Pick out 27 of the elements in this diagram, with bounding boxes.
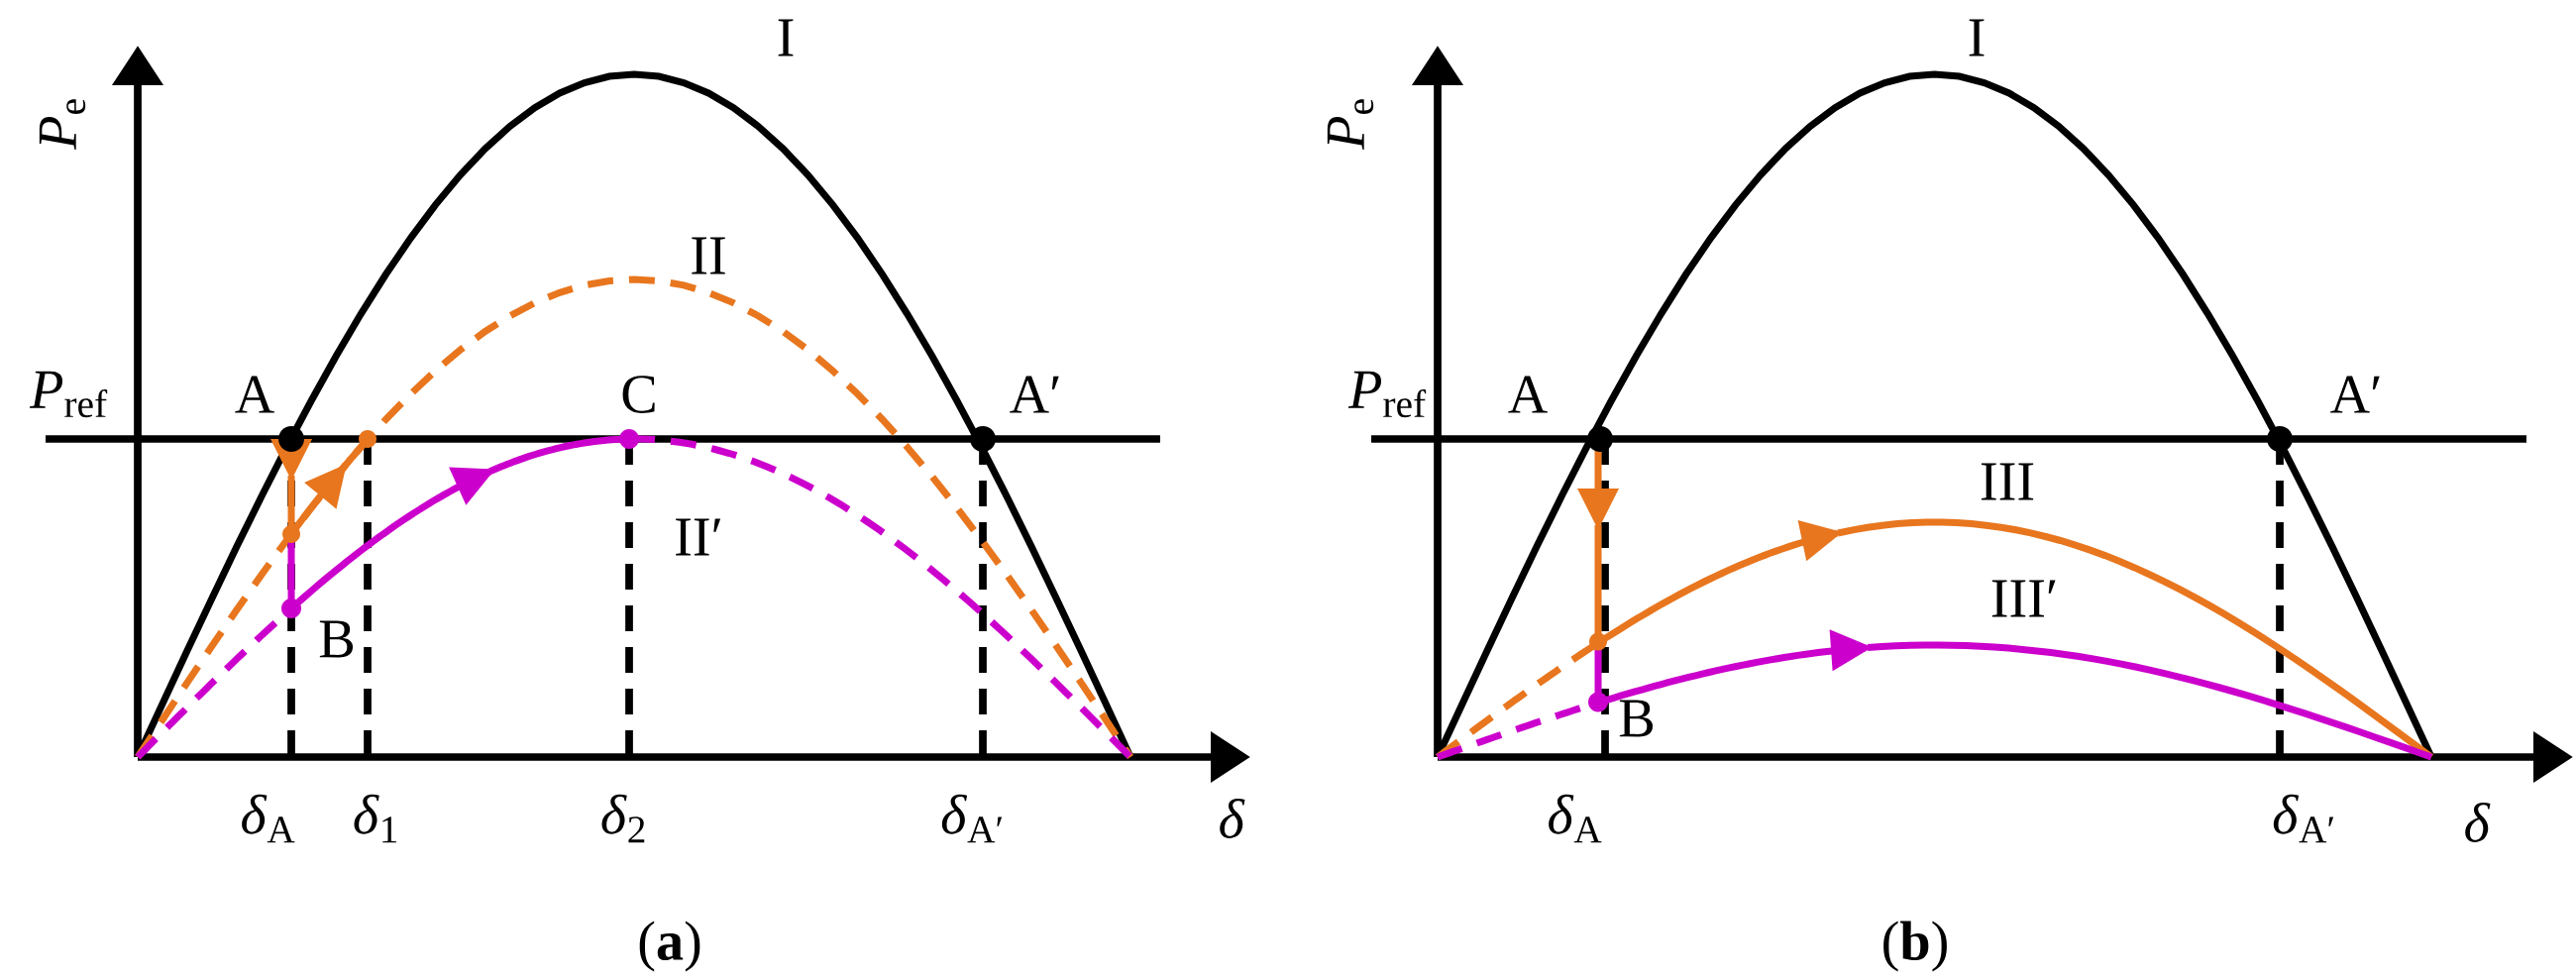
tick-label: δ$_{A′}$ xyxy=(941,794,1003,843)
curve-label: I xyxy=(1969,19,1985,56)
axis-label: P$_{ref}$ xyxy=(1347,371,1427,418)
axis-label: P$_{e}$ xyxy=(39,99,86,151)
point-label: C xyxy=(622,376,655,413)
point-label: A′ xyxy=(1010,376,1059,413)
panel-label: (b) xyxy=(1883,921,1947,972)
point-label: A xyxy=(1508,376,1548,413)
curve-label: II xyxy=(692,237,725,274)
tick-label: δ$_{A}$ xyxy=(242,794,295,843)
point-label: B xyxy=(319,620,354,658)
axis-label: δ xyxy=(2465,803,2491,842)
axis-label: P$_{e}$ xyxy=(1327,99,1374,151)
axis-label: P$_{ref}$ xyxy=(29,371,108,418)
curve-label: II′ xyxy=(676,518,721,556)
tick-label: δ$_{2}$ xyxy=(601,794,645,843)
curve-label: III′ xyxy=(1991,580,2056,617)
axis-label: δ xyxy=(1220,799,1245,838)
point-label: A xyxy=(235,376,274,413)
tick-label: δ$_{A′}$ xyxy=(2273,794,2334,843)
tick-label: δ$_{A}$ xyxy=(1549,794,1602,843)
curve-label: III xyxy=(1981,463,2034,500)
curve-label: I xyxy=(778,19,794,56)
point-label: A′ xyxy=(2330,376,2380,413)
point-label: B xyxy=(1619,700,1654,737)
panel-label: (a) xyxy=(639,921,700,972)
tick-label: δ$_{1}$ xyxy=(354,794,397,843)
